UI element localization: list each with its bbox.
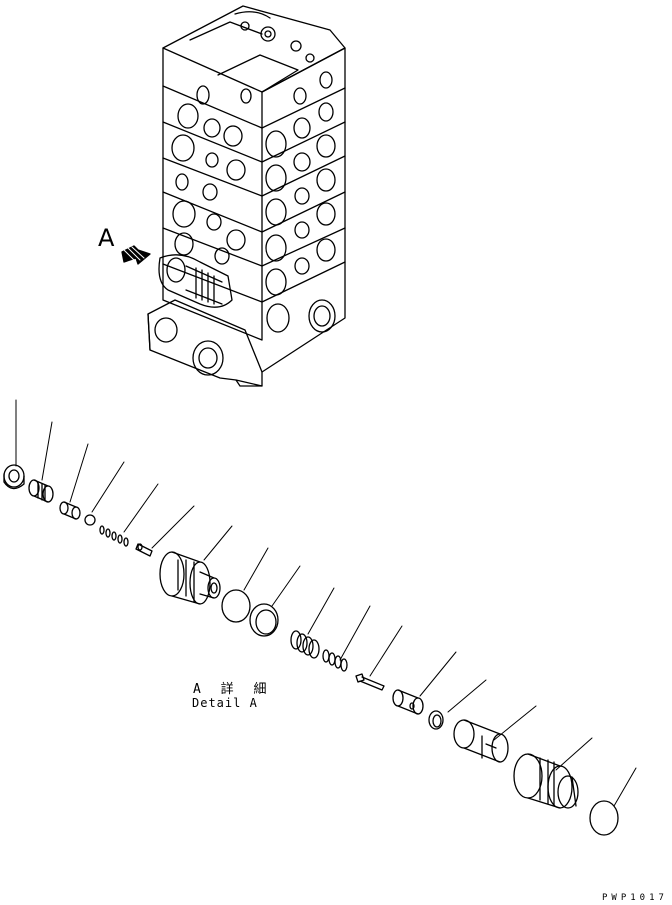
part-seat	[392, 689, 424, 715]
detail-label-en: Detail A	[192, 696, 258, 710]
part-threaded-sleeve	[28, 479, 54, 503]
part-poppet	[355, 673, 385, 691]
view-marker-label: A	[98, 224, 115, 252]
part-ball	[84, 514, 96, 526]
part-backup-ring	[249, 603, 279, 637]
part-small-o-ring	[428, 710, 444, 730]
part-plug	[513, 753, 579, 809]
part-o-ring	[221, 589, 251, 623]
part-spring-medium	[322, 649, 348, 672]
part-spring-large	[290, 630, 320, 659]
detail-label-jp: A 詳 細	[193, 682, 273, 697]
control-valve-body	[147, 5, 346, 387]
part-cap-disk	[589, 800, 619, 836]
part-sleeve	[453, 719, 509, 763]
drawing-code: PWP1017	[602, 893, 668, 903]
leader-lines	[15, 399, 637, 807]
part-spring-small	[99, 525, 129, 547]
view-arrow-icon	[121, 245, 151, 265]
part-cap	[59, 501, 81, 520]
part-valve-body	[159, 551, 221, 605]
part-pin	[135, 543, 153, 557]
part-nut	[3, 464, 25, 490]
